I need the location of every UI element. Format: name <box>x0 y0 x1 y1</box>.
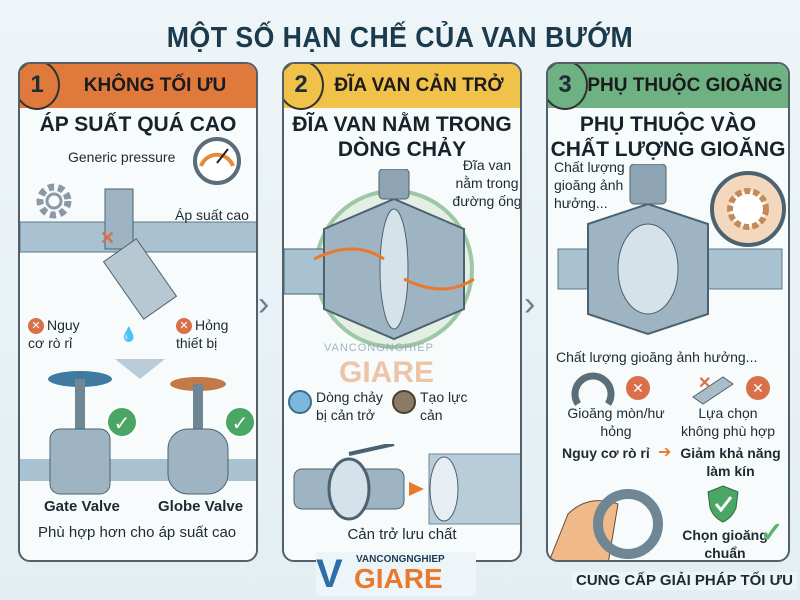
less-seal-label: Giảm khả năng làm kín <box>680 445 781 479</box>
panel-subtitle-line1: PHỤ THUỘC VÀO <box>579 113 757 136</box>
wrong-choice-label: Lựa chọn không phù hợp <box>680 405 776 439</box>
cross-icon: ✕ <box>626 376 650 400</box>
panel-number: 1 <box>20 64 60 110</box>
leak-risk-label: Nguy cơ rò rỉ <box>562 445 650 461</box>
damage-label: ✕Hỏng thiết bị <box>176 317 229 352</box>
svg-text:✕: ✕ <box>698 375 711 392</box>
panel-subtitle: ÁP SUẤT QUÁ CAO <box>39 113 237 136</box>
panel-disc-obstruction: ĐĨA VAN CẢN TRỞ 2 ĐĨA VAN NẰM TRONG DÒNG… <box>282 62 522 562</box>
page-title: MỘT SỐ HẠN CHẾ CỦA VAN BƯỚM <box>166 22 634 54</box>
gate-valve-label: Gate Valve <box>44 498 120 515</box>
pipe-strainer-illustration: ✕ <box>20 188 256 320</box>
hand-gasket-illustration <box>549 489 663 560</box>
flow-blocked-icon <box>288 390 312 414</box>
gasket-note: Chất lượng gioăng ảnh hưởng... <box>554 159 625 211</box>
worn-gasket-icon <box>571 372 615 406</box>
panel-footer: Phù hợp hơn cho áp suất cao <box>38 524 237 541</box>
panel-gasket-dependency: PHỤ THUỘC GIOĂNG 3 PHỤ THUỘC VÀO CHẤT LƯ… <box>546 62 790 562</box>
water-drop-icon: 💧 <box>120 326 138 342</box>
resistance-icon <box>392 390 416 414</box>
watermark-top: VANCONGNGHIEP <box>324 342 434 354</box>
cross-icon: ✕ <box>176 318 192 335</box>
choose-gasket-label: Chọn gioăng chuẩn <box>682 527 768 561</box>
arrow-right-icon: › <box>258 285 270 323</box>
panel-not-optimal: KHÔNG TỐI ƯU 1 ÁP SUẤT QUÁ CAO Generic p… <box>18 62 258 562</box>
check-icon: ✓ <box>760 517 784 548</box>
panel-header: PHỤ THUỘC GIOĂNG <box>548 64 788 108</box>
check-icon: ✓ <box>224 406 256 438</box>
panel-number: 3 <box>548 64 588 110</box>
brand-logo: V VANCONGNGHIEP GIARE <box>316 552 476 596</box>
panel-subtitle-line2: DÒNG CHẢY <box>337 138 467 161</box>
leak-risk-label: ✕Nguy cơ rò rỉ <box>28 317 80 352</box>
arrow-right-icon: › <box>524 285 536 323</box>
disc-note: Đĩa van nằm trong đường ống <box>452 157 522 209</box>
logo-top: VANCONGNGHIEP <box>356 554 445 565</box>
high-pressure-label: Áp suất cao <box>175 207 249 223</box>
panel-subtitle-line2: CHẤT LƯỢNG GIOĂNG <box>550 138 786 161</box>
flow-obstruction-illustration <box>293 444 520 525</box>
watermark-bottom: GIARE <box>339 356 435 389</box>
panel-footer: Cản trở lưu chất <box>347 526 457 543</box>
flow-blocked-label: Dòng chảy bị cản trở <box>316 389 383 423</box>
worn-gasket-label: Gioăng mòn/hư hỏng <box>567 405 665 439</box>
gear-icon <box>36 183 72 219</box>
check-icon: ✓ <box>106 406 138 438</box>
globe-valve-label: Globe Valve <box>158 498 244 515</box>
svg-text:✕: ✕ <box>100 228 115 248</box>
wrong-gasket-icon: ✕ <box>692 375 734 405</box>
pressure-gauge-icon <box>193 137 241 185</box>
gate-globe-valve-illustration <box>20 359 256 495</box>
arrow-right-icon: ➔ <box>658 444 672 461</box>
cross-icon: ✕ <box>28 318 44 335</box>
impact-label: Chất lượng gioăng ảnh hưởng... <box>556 349 758 365</box>
logo-bottom: GIARE <box>354 563 443 594</box>
butterfly-valve-illustration <box>284 169 475 349</box>
panel-subtitle-line1: ĐĨA VAN NẰM TRONG <box>292 113 512 136</box>
gasket-inspection-illustration <box>557 164 786 336</box>
shield-check-icon <box>707 485 739 523</box>
resistance-label: Tạo lực cản <box>420 389 468 423</box>
cross-icon: ✕ <box>746 376 770 400</box>
gauge-label: Generic pressure <box>68 149 176 165</box>
panel-number: 2 <box>284 64 324 110</box>
solution-footer: CUNG CẤP GIẢI PHÁP TỐI ƯU <box>572 572 797 590</box>
